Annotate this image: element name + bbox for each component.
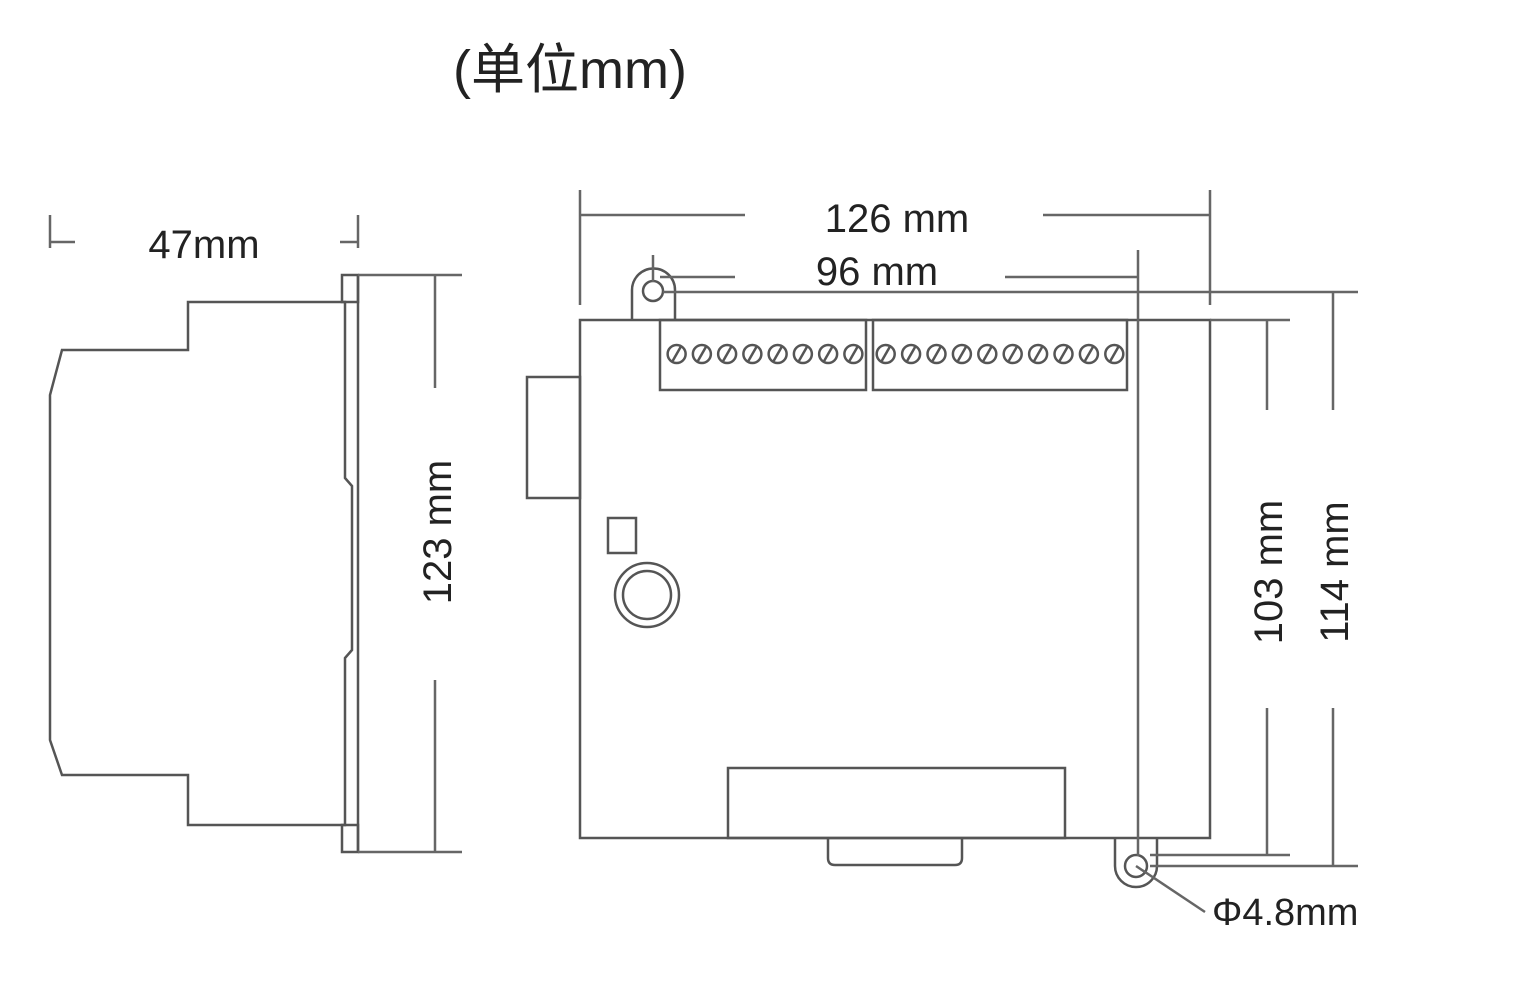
screw-slot bbox=[880, 346, 891, 362]
terminal-screw bbox=[792, 343, 814, 365]
terminal-screws bbox=[666, 343, 1125, 365]
indicator-square bbox=[606, 516, 638, 555]
rotary-knob-outer bbox=[613, 561, 681, 629]
terminal-screw bbox=[1078, 343, 1100, 365]
terminal-screw bbox=[691, 343, 713, 365]
terminal-screw bbox=[1002, 343, 1023, 365]
terminal-screw bbox=[926, 343, 947, 365]
hole-height-label: 114 mm bbox=[1313, 501, 1357, 643]
terminal-screw bbox=[1104, 343, 1125, 365]
side-height-label: 123 mm bbox=[416, 460, 460, 605]
screw-slot bbox=[747, 346, 758, 362]
body-height-label: 103 mm bbox=[1247, 500, 1291, 645]
rotary-knob-inner bbox=[621, 569, 673, 621]
width-126-dimension: 126 mm bbox=[578, 190, 1212, 305]
screw-slot bbox=[797, 346, 808, 362]
screw-slot bbox=[982, 346, 993, 362]
bottom-mounting-ear bbox=[1113, 838, 1159, 889]
screw-slot bbox=[956, 346, 967, 362]
screw-slot bbox=[931, 346, 942, 362]
screw-slot bbox=[1083, 346, 1094, 362]
terminal-block-1 bbox=[658, 318, 868, 392]
side-top-tab bbox=[340, 273, 360, 304]
screw-slot bbox=[1033, 346, 1044, 362]
hole-spacing-dimension: 96 mm bbox=[651, 250, 1140, 856]
terminal-screw bbox=[666, 343, 687, 365]
side-bottom-tab bbox=[340, 823, 360, 854]
terminal-screw bbox=[1053, 343, 1074, 365]
screw-slot bbox=[823, 346, 834, 362]
screw-slot bbox=[772, 346, 783, 362]
terminal-screw bbox=[977, 343, 998, 365]
height-114-dimension: 114 mm bbox=[663, 290, 1358, 868]
hole-diameter-label: Φ4.8mm bbox=[1212, 892, 1358, 934]
terminal-block-2 bbox=[871, 318, 1129, 392]
top-mounting-hole bbox=[641, 279, 665, 303]
hole-spacing-label: 96 mm bbox=[816, 250, 938, 294]
screw-slot bbox=[696, 346, 707, 362]
terminal-screw bbox=[843, 343, 864, 365]
side-width-label: 47mm bbox=[148, 223, 259, 267]
side-port bbox=[525, 375, 582, 500]
terminal-screw bbox=[1027, 343, 1049, 365]
front-width-label: 126 mm bbox=[825, 197, 970, 241]
hole-diameter-callout: Φ4.8mm bbox=[1135, 864, 1358, 934]
bottom-mounting-hole bbox=[1123, 853, 1149, 879]
screw-slot bbox=[1109, 346, 1120, 362]
front-view: 126 mm 96 mm 103 mm 114 mm Φ4.8mm bbox=[525, 190, 1358, 934]
bottom-connector bbox=[726, 766, 1067, 840]
screw-slot bbox=[722, 346, 733, 362]
side-view: 47mm 123 mm bbox=[48, 215, 462, 854]
units-title: (单位mm) bbox=[453, 40, 687, 100]
screw-slot bbox=[906, 346, 917, 362]
width-dimension: 47mm bbox=[48, 215, 360, 267]
side-body-outline bbox=[48, 300, 354, 827]
terminal-screw bbox=[767, 343, 788, 365]
terminal-screw bbox=[817, 343, 839, 365]
terminal-screw bbox=[951, 343, 973, 365]
screw-slot bbox=[671, 346, 682, 362]
terminal-screw bbox=[716, 343, 738, 365]
screw-slot bbox=[1007, 346, 1018, 362]
screw-slot bbox=[848, 346, 859, 362]
height-103-dimension: 103 mm bbox=[1150, 318, 1291, 857]
height-dimension: 123 mm bbox=[358, 273, 462, 854]
terminal-screw bbox=[875, 343, 896, 365]
bottom-tab bbox=[826, 838, 964, 867]
terminal-screw bbox=[742, 343, 763, 365]
terminal-screw bbox=[900, 343, 922, 365]
screw-slot bbox=[1058, 346, 1069, 362]
